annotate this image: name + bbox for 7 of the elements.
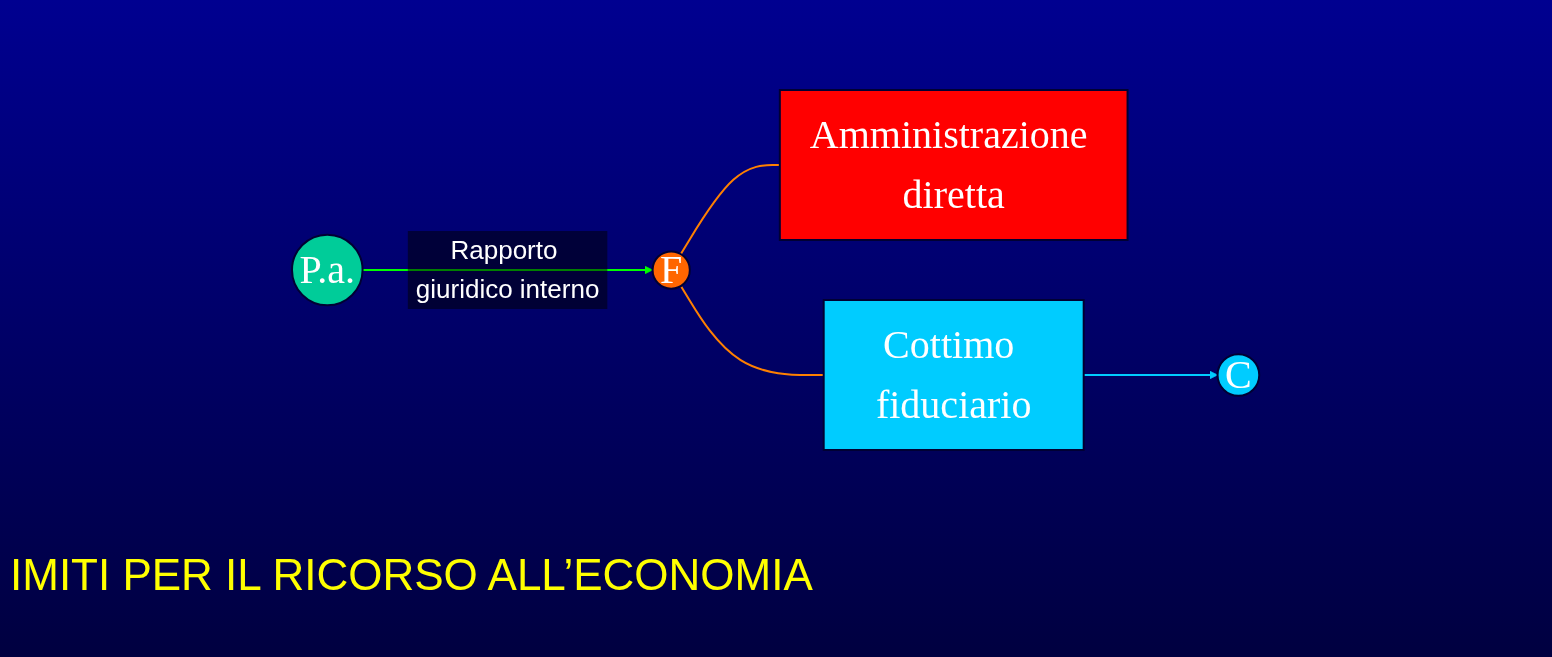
node-circle: F (651, 250, 692, 290)
node-circle: P.a. (291, 233, 364, 307)
edge-label: Rapporto giuridico interno (416, 235, 600, 304)
node-box: Cottimo fiduciario (823, 299, 1086, 451)
heading-text: IMITI PER IL RICORSO ALL’ECONOMIA (10, 550, 813, 600)
node-box: Amministrazione diretta (779, 89, 1129, 241)
node-circle: C (1216, 353, 1261, 397)
